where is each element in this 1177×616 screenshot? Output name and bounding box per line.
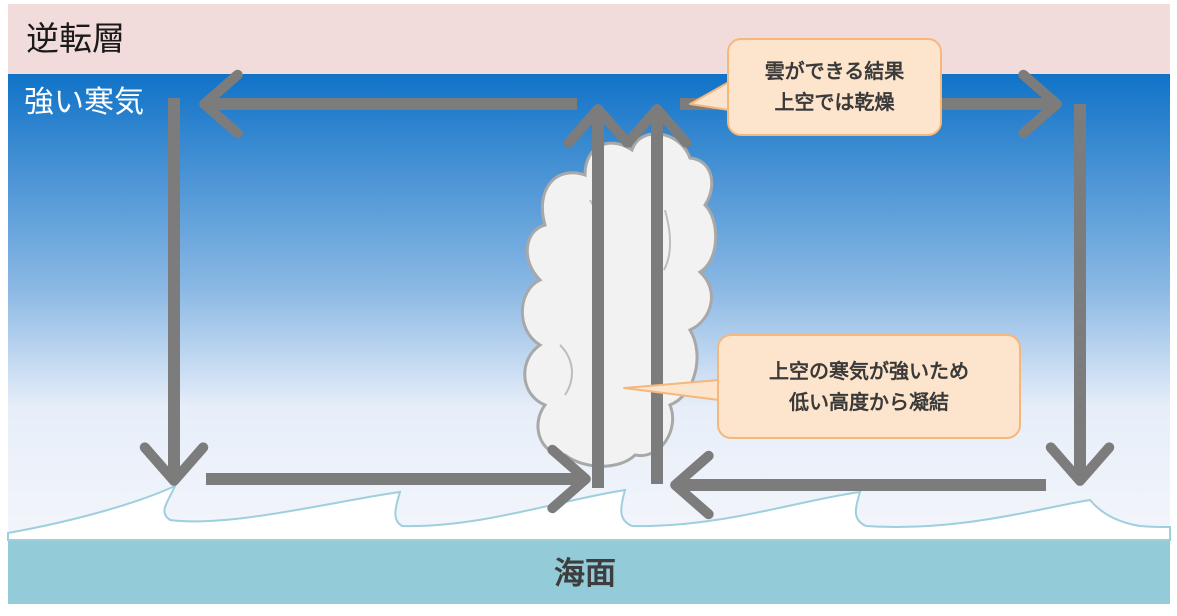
callout-middle-line-2: 低い高度から凝結 xyxy=(789,389,949,414)
callout-low-condensation: 上空の寒気が強いため 低い高度から凝結 xyxy=(717,334,1021,439)
inversion-layer-band xyxy=(8,4,1170,74)
inversion-layer-label: 逆転層 xyxy=(26,19,125,58)
callout-top-line-2: 上空では乾燥 xyxy=(774,90,895,114)
sea-surface xyxy=(8,540,1170,604)
callout-middle-line-1: 上空の寒気が強いため xyxy=(769,358,969,383)
callout-dry-upper-air: 雲ができる結果 上空では乾燥 xyxy=(727,38,942,136)
sea-surface-label: 海面 xyxy=(554,556,616,592)
strong-cold-air-label: 強い寒気 xyxy=(24,85,144,120)
callout-top-line-1: 雲ができる結果 xyxy=(764,59,905,83)
